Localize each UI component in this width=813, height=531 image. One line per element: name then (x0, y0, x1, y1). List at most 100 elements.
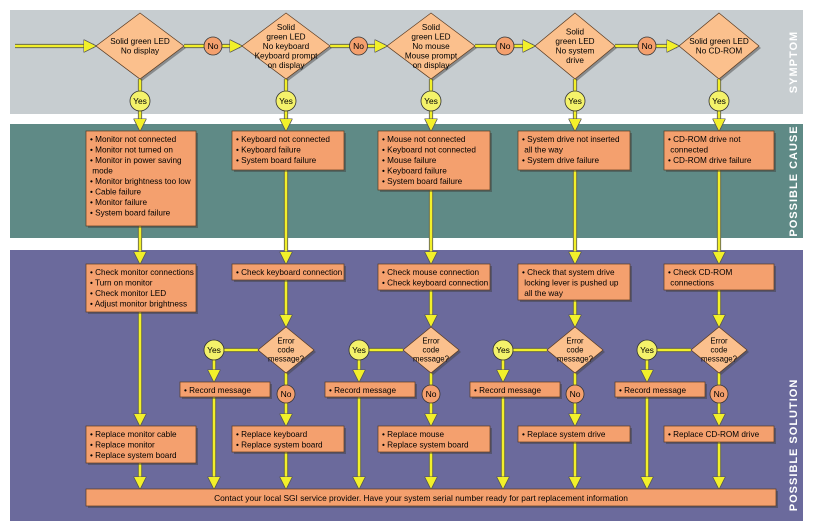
cause-box-4-text: • System drive not inserted all the way•… (522, 135, 620, 165)
error-diamond-2-text-line: Error (422, 337, 440, 346)
yes-circle-error-1-label: Yes (207, 345, 221, 355)
error-diamond-1-text-line: Error (277, 337, 295, 346)
cause-box-3 (377, 130, 491, 191)
symptom-diamond-2-text-line: Keyboard prompt (255, 51, 319, 60)
replace-box-1-text-line: • Replace monitor (90, 441, 155, 450)
record-message-text-4: • Record message (619, 386, 686, 395)
no-circle-error-1 (276, 384, 296, 404)
cause-box-1-text-line: mode (90, 167, 113, 176)
replace-box-5 (663, 425, 775, 443)
yes-circle-error-3 (492, 339, 514, 361)
solution-band-label: POSSIBLE SOLUTION (788, 379, 800, 512)
yes-circle-error-2-label: Yes (352, 345, 366, 355)
cause-box-1 (85, 130, 197, 227)
cause-box-5-text-line: • CD-ROM drive not (668, 135, 741, 144)
yes-circle-error-2 (348, 339, 370, 361)
yes-circle-symptom-3 (420, 90, 442, 112)
check-box-2-text: • Check keyboard connection (236, 268, 343, 277)
error-diamond-2-text-line: code (423, 346, 440, 355)
replace-box-5-text-line: • Replace CD-ROM drive (668, 430, 760, 439)
replace-box-4 (517, 425, 631, 443)
cause-box-3-text-line: • Mouse not connected (382, 135, 466, 144)
error-diamond-3-text-line: code (567, 346, 584, 355)
contact-bar (85, 488, 777, 507)
cause-box-1-text: • Monitor not connected • Monitor not tur… (90, 135, 191, 218)
cause-box-1-text-line: • Cable failure (90, 188, 142, 197)
replace-box-4-text-line: • Replace system drive (522, 430, 606, 439)
error-diamond-3-text-line: Error (566, 337, 584, 346)
symptom-diamond-2-text-line: green LED (266, 32, 305, 41)
replace-box-1 (85, 425, 197, 464)
no-circle-error-2-label: No (426, 389, 437, 399)
error-diamond-2 (402, 326, 460, 374)
yes-circle-symptom-5 (708, 90, 730, 112)
replace-box-2 (231, 425, 345, 453)
cause-box-1-text-line: • Monitor not connected (90, 135, 177, 144)
no-circle-symptom-2-label: No (353, 41, 364, 51)
no-circle-error-4-label: No (714, 389, 725, 399)
cause-box-3-text-line: • Mouse failure (382, 156, 437, 165)
cause-box-1-text-line: • Monitor not turned on (90, 146, 173, 155)
cause-box-3-text-line: • Keyboard not connected (382, 146, 476, 155)
cause-box-1-text-line: • Monitor in power saving (90, 156, 182, 165)
check-box-5-text-line: • Check CD-ROM (668, 268, 732, 277)
check-box-1-text-line: • Check monitor LED (90, 289, 166, 298)
record-message-text-2: • Record message (329, 386, 396, 395)
error-diamond-1 (257, 326, 315, 374)
symptom-diamond-4-text-line: Solid (566, 28, 585, 37)
check-box-3-text: • Check mouse connection • Check keyboard… (382, 268, 489, 288)
symptom-diamond-3-text-line: No mouse (412, 42, 450, 51)
error-diamond-3 (546, 326, 604, 374)
record-message-box-2 (324, 381, 416, 398)
check-box-4-text-line: • Check that system drive (522, 268, 615, 277)
symptom-diamond-4-text-line: No system (556, 47, 595, 56)
replace-box-2-text-line: • Replace keyboard (236, 430, 308, 439)
record-message-text-1: • Record message (184, 386, 251, 395)
check-box-5-text-line: connections (668, 279, 714, 288)
symptom-diamond-4 (534, 12, 616, 80)
cause-box-2-text-line: • System board failure (236, 156, 317, 165)
yes-circle-symptom-5-label: Yes (712, 96, 726, 106)
cause-box-4-text-line: • System drive failure (522, 156, 599, 165)
record-message-box-4 (614, 381, 706, 398)
symptom-diamond-1 (95, 12, 185, 80)
cause-box-5-text-line: connected (668, 146, 709, 155)
symptom-diamond-2-text-line: Solid (277, 23, 296, 32)
no-circle-symptom-4 (637, 36, 657, 56)
symptom-diamond-2-text-line: on display (268, 61, 306, 70)
check-box-3-text-line: • Check mouse connection (382, 268, 480, 277)
check-box-4-text-line: locking lever is pushed up (522, 279, 619, 288)
symptom-diamond-5-text-line: Solid green LED (689, 37, 749, 46)
symptom-diamond-1-text-line: No display (121, 47, 160, 56)
cause-box-1-text-line: • System board failure (90, 209, 171, 218)
yes-circle-symptom-4-label: Yes (568, 96, 582, 106)
check-box-4-text-line: all the way (522, 289, 564, 298)
check-box-3-text-line: • Check keyboard connection (382, 279, 489, 288)
check-box-1-text-line: • Adjust monitor brightness (90, 300, 187, 309)
symptom-diamond-3-text-line: Solid (422, 23, 441, 32)
check-box-5 (663, 263, 775, 291)
check-box-5-text: • Check CD-ROM connections (668, 268, 732, 288)
replace-box-3-text-line: • Replace system board (382, 441, 469, 450)
yes-circle-symptom-3-label: Yes (424, 96, 438, 106)
no-circle-symptom-1 (203, 36, 223, 56)
check-box-4-text: • Check that system drive locking lever … (522, 268, 619, 298)
cause-box-4 (517, 130, 631, 171)
no-circle-symptom-3 (495, 36, 515, 56)
check-box-1-text: • Check monitor connections• Turn on mon… (90, 268, 194, 309)
check-box-1-text-line: • Turn on monitor (90, 279, 153, 288)
replace-box-2-text-line: • Replace system board (236, 441, 323, 450)
cause-box-3-text-line: • Keyboard failure (382, 167, 447, 176)
symptom-diamond-5-text-line: No CD-ROM (696, 47, 743, 56)
cause-box-5-text-line: • CD-ROM drive failure (668, 156, 752, 165)
error-diamond-4-text-line: code (711, 346, 728, 355)
yes-circle-symptom-2 (275, 90, 297, 112)
